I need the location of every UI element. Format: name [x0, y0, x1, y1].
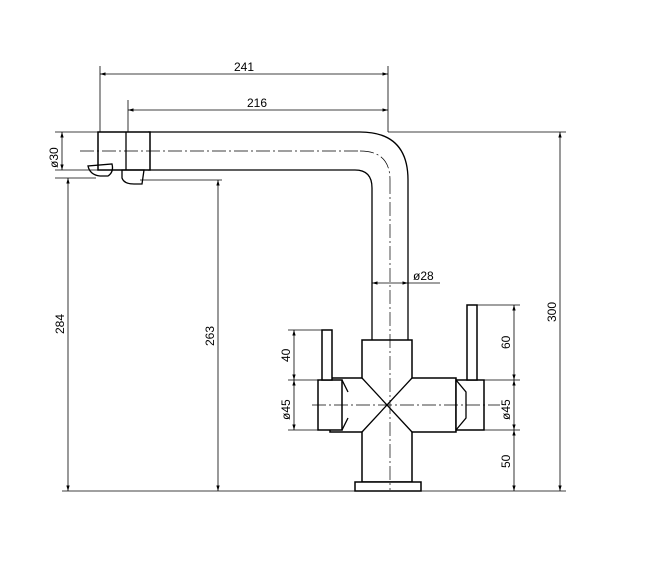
dim-o28-label: ø28 — [413, 269, 434, 283]
tap-outline — [87, 131, 485, 492]
dim-300-label: 300 — [545, 302, 559, 322]
dim-241-label: 241 — [234, 60, 254, 74]
tap-base — [354, 481, 422, 492]
dim-o45-right-label: ø45 — [499, 399, 513, 420]
dim-o30-label: ø30 — [47, 147, 61, 168]
dim-263-label: 263 — [203, 326, 217, 346]
filtered-outlet — [121, 169, 145, 185]
dim-284-label: 284 — [53, 314, 67, 334]
dim-60-label: 60 — [499, 335, 513, 349]
right-handle — [466, 304, 478, 381]
spout-tube — [148, 131, 409, 340]
dimension-labels: 241 216 ø28 ø30 284 263 40 ø45 60 ø45 50… — [47, 60, 559, 468]
dim-40-label: 40 — [279, 348, 293, 362]
spout-outlet — [87, 163, 114, 177]
dimension-lines — [55, 66, 566, 492]
dim-o45-left-label: ø45 — [279, 399, 293, 420]
dim-216-label: 216 — [247, 96, 267, 110]
left-handle — [321, 329, 333, 381]
spout-tube-inner — [148, 169, 373, 340]
dim-50-label: 50 — [499, 454, 513, 468]
center-lines — [80, 150, 500, 490]
